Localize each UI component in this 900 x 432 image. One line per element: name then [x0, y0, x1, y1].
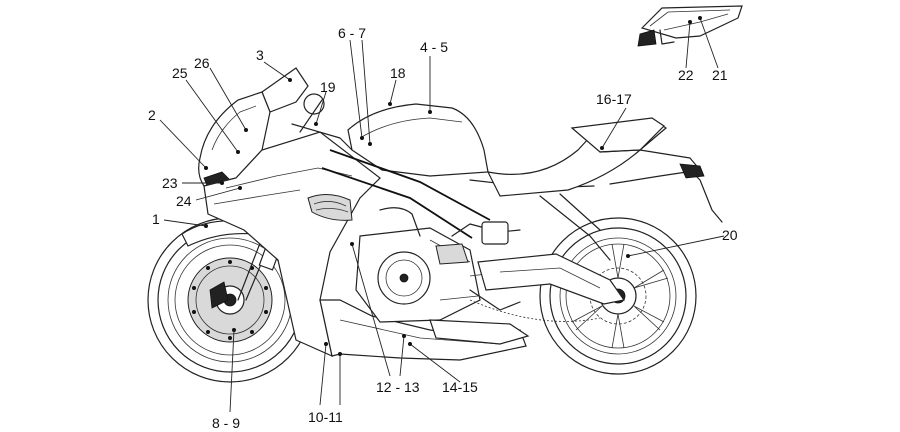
callout-16-17: 16-17: [596, 91, 632, 107]
callout-26: 26: [194, 55, 210, 71]
leader-dots: [204, 16, 702, 356]
callout-25: 25: [172, 65, 188, 81]
callout-labels: 1 2 3 4 - 5 6 - 7 8 - 9 10-11 12 - 13 14…: [148, 25, 738, 431]
callout-1: 1: [152, 211, 160, 227]
callout-18: 18: [390, 65, 406, 81]
callout-20: 20: [722, 227, 738, 243]
front-fairing: [198, 67, 527, 361]
engine: [355, 207, 626, 345]
callout-24: 24: [176, 193, 192, 209]
callout-19: 19: [320, 79, 336, 95]
callout-6-7: 6 - 7: [338, 25, 366, 41]
callout-22: 22: [678, 67, 694, 83]
callout-14-15: 14-15: [442, 379, 478, 395]
callout-12-13: 12 - 13: [376, 379, 420, 395]
leader-lines: [159, 17, 725, 413]
callout-2: 2: [148, 107, 156, 123]
callout-23: 23: [162, 175, 178, 191]
callout-4-5: 4 - 5: [420, 39, 448, 55]
callout-3: 3: [256, 47, 264, 63]
callout-10-11: 10-11: [308, 409, 343, 425]
callout-8-9: 8 - 9: [212, 415, 240, 431]
frame-and-tank: [291, 93, 723, 261]
callout-21: 21: [712, 67, 728, 83]
